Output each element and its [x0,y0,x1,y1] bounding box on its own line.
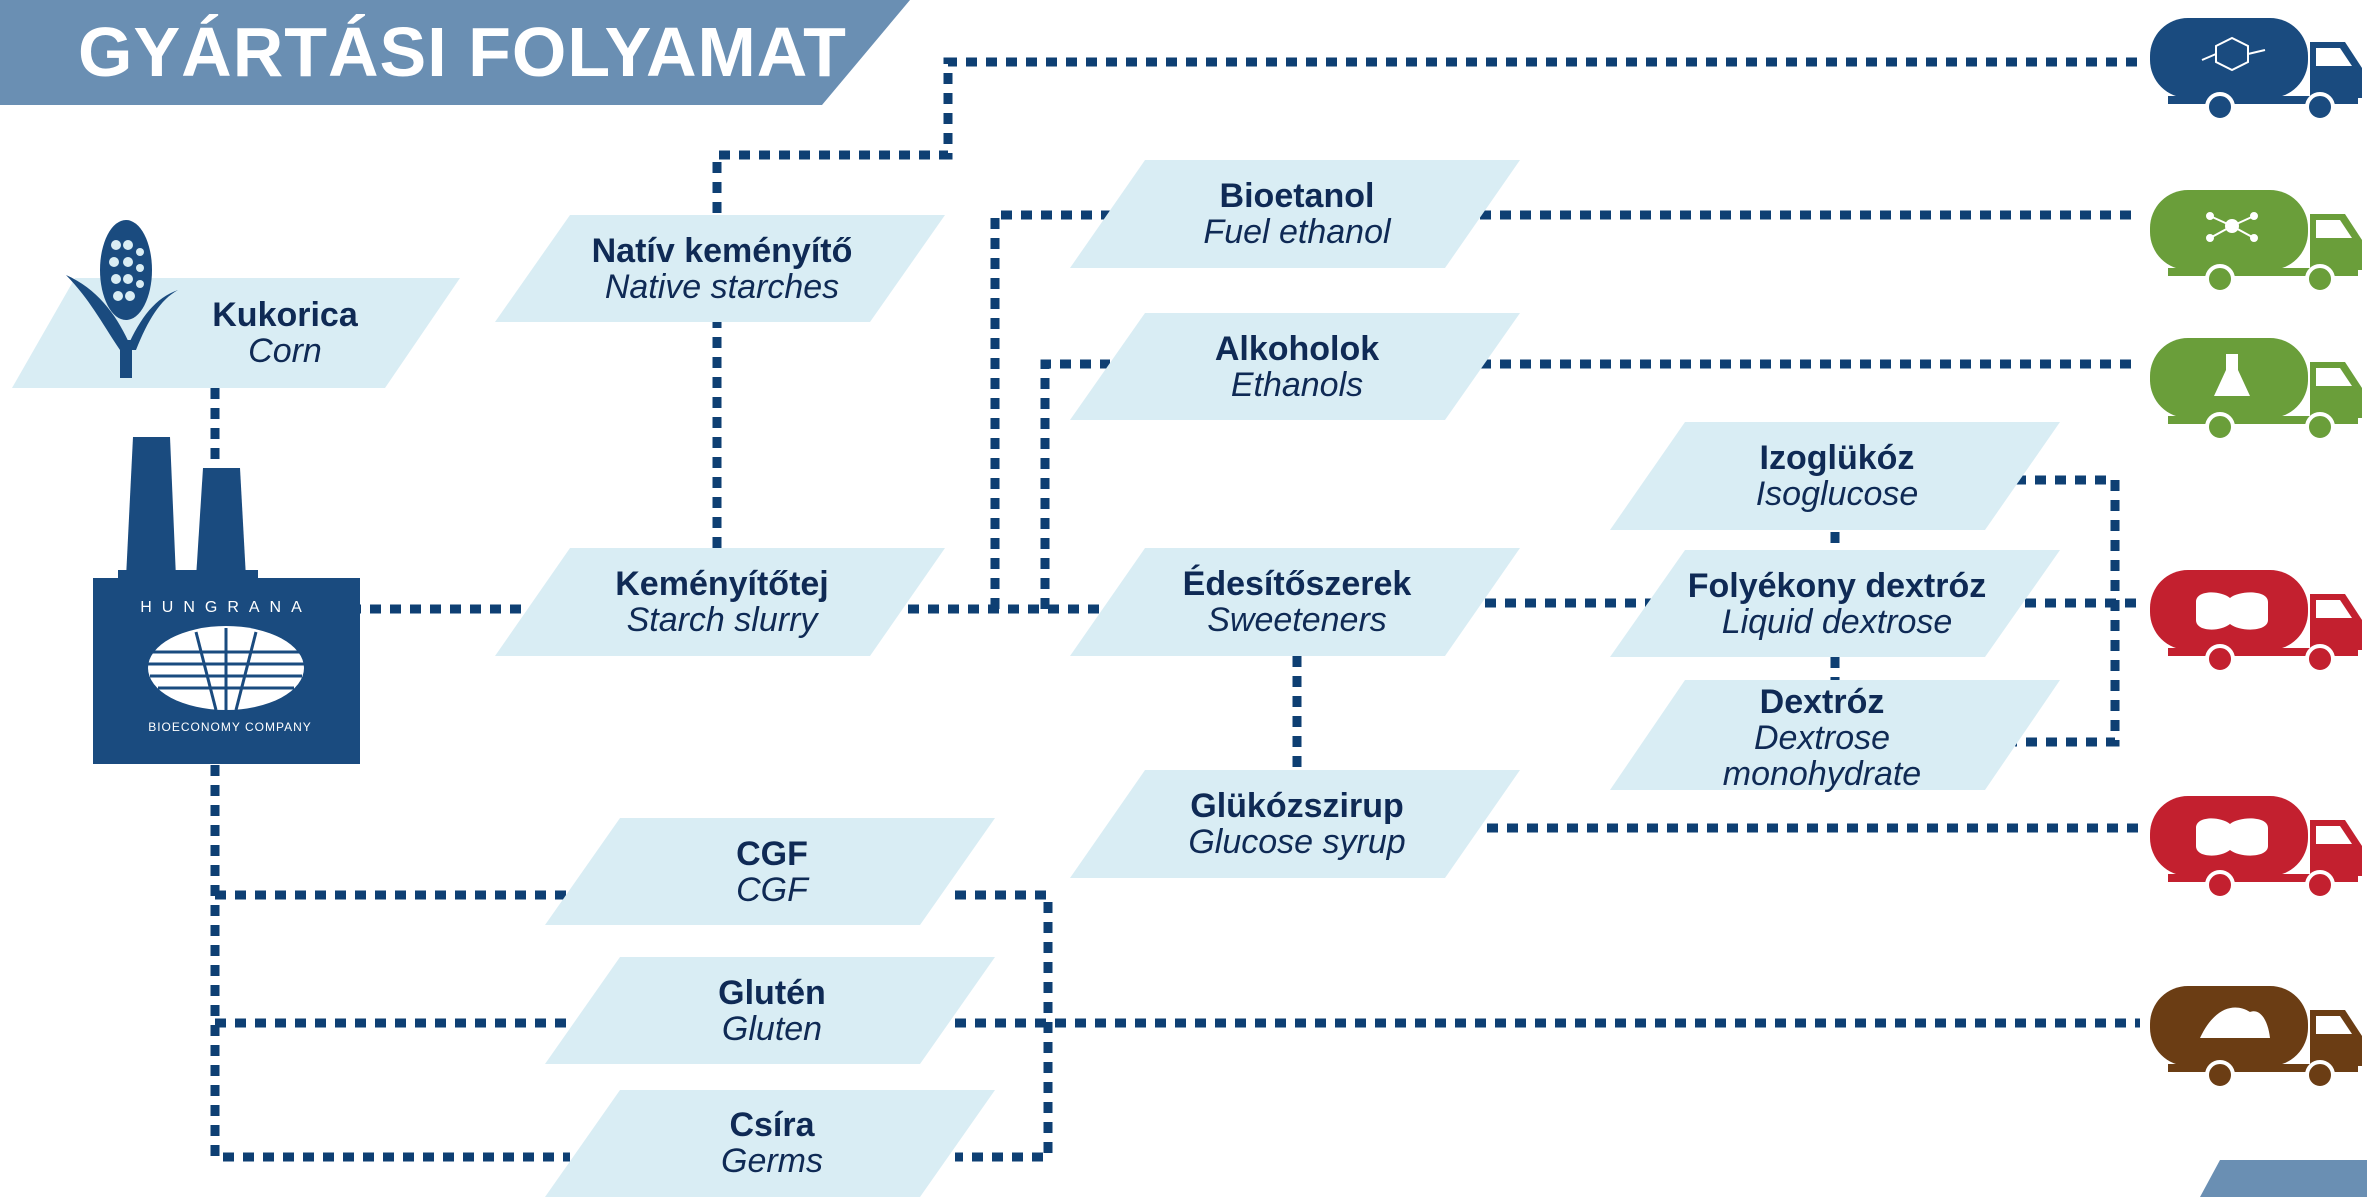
truck-green-2-icon [2150,338,2362,442]
sweeteners-shape [1070,548,1520,656]
node-dextrose: Dextróz Dextrose monohydrate [1667,682,1977,794]
molecule-icon [2201,36,2266,72]
node-isoglucose-en: Isoglucose [1755,475,1919,513]
bioethanol-shape [1070,160,1520,268]
node-sweeteners-hu: Édesítőszerek [1182,565,1412,603]
node-starch-slurry-hu: Keményítőtej [615,565,829,603]
svg-text:HUNGRANA: HUNGRANA [140,599,312,616]
node-native-starch-en: Native starches [604,268,840,306]
glucose-syrup-shape [1070,770,1520,878]
node-bioethanol-hu: Bioetanol [1219,177,1375,215]
truck-green-1-icon [2150,190,2362,294]
dextrose-shape [1610,680,2060,790]
company-tagline: BIOECONOMY COMPANY [148,720,312,734]
node-glucose-syrup-en: Glucose syrup [1188,823,1406,861]
node-germs-en: Germs [721,1142,823,1180]
truck-blue-icon [2150,18,2362,122]
node-sweeteners-en: Sweeteners [1207,601,1387,639]
cgf-shape [545,818,995,925]
node-cgf-hu: CGF [736,835,808,873]
node-sweeteners: Édesítőszerek Sweeteners [1142,549,1452,655]
node-dextrose-en: Dextrose [1753,719,1891,757]
corn-icon [66,220,178,378]
node-alcohols: Alkoholok Ethanols [1142,314,1452,420]
node-isoglucose: Izoglükóz Isoglucose [1682,423,1992,529]
corner-decoration [2200,1160,2367,1197]
connector-lines [210,57,2140,1162]
node-cgf-en: CGF [736,871,808,909]
truck-brown-icon [2150,986,2362,1090]
node-bioethanol: Bioetanol Fuel ethanol [1142,161,1452,267]
node-germs-hu: Csíra [729,1106,815,1144]
liquid-dextrose-shape [1610,550,2060,657]
alcohols-shape [1070,313,1520,420]
node-gluten-en: Gluten [721,1010,823,1048]
flask-icon [2214,354,2250,396]
truck-red-2-icon [2150,796,2362,900]
network-icon [2206,212,2258,242]
gluten-shape [545,957,995,1064]
node-corn: Kukorica Corn [130,280,440,386]
feed-pile-icon [2200,1007,2270,1038]
node-starch-slurry: Keményítőtej Starch slurry [567,549,877,655]
node-gluten-hu: Glutén [718,974,826,1012]
truck-red-1-icon [2150,570,2362,674]
page-title: GYÁRTÁSI FOLYAMAT [78,13,847,91]
node-native-starch-hu: Natív keményítő [591,232,853,270]
node-liquid-dextrose-hu: Folyékony dextróz [1687,567,1987,605]
node-cgf: CGF CGF [617,819,927,925]
bottle-icon [2196,818,2268,856]
node-alcohols-en: Ethanols [1230,366,1364,404]
node-bioethanol-en: Fuel ethanol [1203,213,1391,251]
node-dextrose-hu: Dextróz [1759,683,1885,721]
node-corn-hu: Kukorica [212,296,358,334]
node-glucose-syrup-hu: Glükózszirup [1190,787,1404,825]
node-gluten: Glutén Gluten [617,958,927,1064]
starch-slurry-shape [495,548,945,656]
title-bar [0,0,910,105]
node-alcohols-hu: Alkoholok [1214,330,1380,368]
node-liquid-dextrose-en: Liquid dextrose [1721,603,1953,641]
hungrana-logo: HUNGRANA [140,599,312,712]
isoglucose-shape [1610,422,2060,530]
node-starch-slurry-en: Starch slurry [626,601,818,639]
node-dextrose-en2: monohydrate [1722,755,1922,793]
node-liquid-dextrose: Folyékony dextróz Liquid dextrose [1677,551,1997,657]
bottle-icon [2196,592,2268,630]
germs-shape [545,1090,995,1197]
node-glucose-syrup: Glükózszirup Glucose syrup [1142,771,1452,877]
node-native-starch: Natív keményítő Native starches [567,216,877,322]
native-starch-shape [495,215,945,322]
node-germs: Csíra Germs [617,1090,927,1196]
node-corn-en: Corn [248,332,322,370]
node-isoglucose-hu: Izoglükóz [1759,439,1915,477]
